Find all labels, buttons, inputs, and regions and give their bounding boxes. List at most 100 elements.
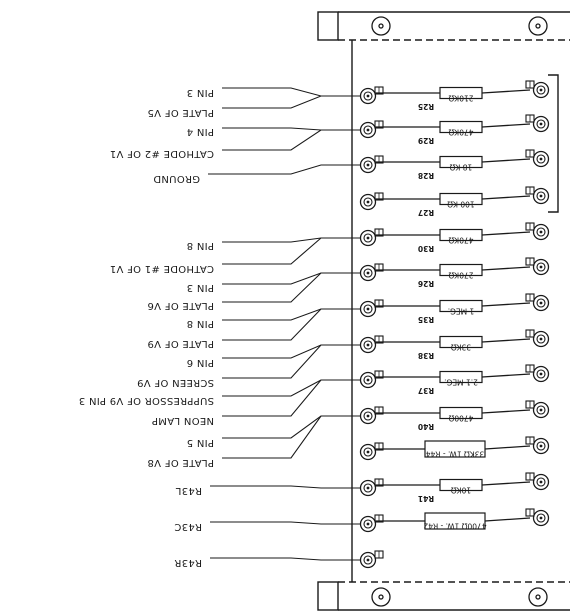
- resistor-ref: R26: [418, 279, 434, 288]
- wire-label-suppressor-v9: SUPPRESSOR OF V9 PIN 3: [79, 395, 214, 406]
- terminal-lug-icon: [359, 514, 384, 533]
- resistor-value: 1 MEG.: [448, 307, 475, 316]
- terminal-lug-icon: [359, 406, 384, 425]
- resistor-ref: R35: [418, 315, 434, 324]
- leader-line: [222, 344, 361, 359]
- leader-line: [222, 379, 361, 397]
- resistor-ref: R37: [418, 386, 434, 395]
- resistor-ref: R30: [418, 244, 434, 253]
- terminal-lug-icon: [359, 86, 384, 105]
- resistor-body: [439, 228, 483, 242]
- resistor-value: 100 KΩ: [447, 200, 475, 209]
- leader-line: [222, 308, 361, 321]
- leader-line: [208, 164, 361, 175]
- wire-labels: PIN 3 PLATE OF V5 PIN 4 CATHODE #2 OF V1…: [79, 87, 214, 568]
- terminal-lug-icon: [525, 149, 550, 168]
- terminal-lug-icon: [525, 329, 550, 348]
- wire-label-r43r: R43R: [174, 557, 202, 568]
- terminal-lug-icon: [525, 80, 550, 99]
- terminal-lug-icon: [359, 442, 384, 461]
- terminal-lug-icon: [359, 120, 384, 139]
- resistor-body: [439, 86, 483, 100]
- wire-label-plate-v5: PLATE OF V5: [147, 107, 214, 118]
- terminal-lug-icon: [359, 370, 384, 389]
- terminal-lug-icon: [525, 222, 550, 241]
- terminal-lug-icon: [359, 550, 384, 569]
- resistor-value: 470KΩ: [448, 128, 473, 137]
- wire-label-pin3-b: PIN 3: [186, 282, 214, 293]
- wire-label-ground: GROUND: [153, 173, 200, 184]
- wire-label-r43l: R43L: [175, 485, 202, 496]
- leader-line: [210, 485, 361, 489]
- resistor-body: [439, 120, 483, 134]
- terminal-lug-icon: [525, 364, 550, 383]
- resistor-ref: R25: [418, 102, 434, 111]
- wire-label-pin5: PIN 5: [186, 437, 214, 448]
- resistor-value: 4700Ω: [448, 414, 473, 423]
- resistor-value: 10KΩ: [451, 486, 471, 495]
- resistor-row: 33KΩ 1W. - R44: [359, 436, 550, 461]
- wire-label-pin8-a: PIN 8: [186, 240, 214, 251]
- resistor-value: 4700Ω 1W. - R42: [423, 522, 486, 531]
- resistor-body: [424, 440, 486, 458]
- terminal-lug-icon: [525, 400, 550, 419]
- leader-line: [222, 272, 361, 303]
- resistor-row: 18 KΩ R28: [359, 149, 550, 180]
- wire-label-cathode1-v1: CATHODE #1 OF V1: [110, 263, 214, 274]
- leader-line: [222, 87, 361, 97]
- resistor-row: 470KΩ R30: [359, 222, 550, 253]
- terminal-lug-icon: [525, 436, 550, 455]
- resistor-body: [439, 263, 483, 277]
- leader-line: [222, 237, 361, 243]
- resistor-body: [439, 155, 483, 169]
- leader-lines: [208, 87, 361, 561]
- leader-line: [222, 129, 361, 151]
- wire-label-pin4: PIN 4: [186, 126, 214, 137]
- terminal-lug-icon: [359, 155, 384, 174]
- terminal-lug-icon: [525, 257, 550, 276]
- resistor-row: 1 MEG. R35: [359, 293, 550, 324]
- terminal-lug-icon: [359, 299, 384, 318]
- resistor-value: 2.1 MEG.: [444, 378, 478, 387]
- leader-line: [222, 237, 361, 265]
- resistor-ref: R27: [418, 208, 434, 217]
- jumper-wire: [548, 74, 559, 213]
- terminal-lug-icon: [525, 293, 550, 312]
- terminal-lug-icon: [359, 335, 384, 354]
- wire-label-plate-v6: PLATE OF V6: [147, 300, 214, 311]
- leader-line: [222, 344, 361, 379]
- terminal-lug-icon: [359, 192, 384, 211]
- resistor-value: 18 KΩ: [449, 163, 472, 172]
- leader-line: [210, 557, 361, 561]
- leader-line: [222, 308, 361, 341]
- terminal-lug-icon: [359, 263, 384, 282]
- terminal-lug-icon: [359, 478, 384, 497]
- leader-line: [222, 379, 361, 417]
- resistor-row: 100 KΩ R27: [359, 186, 550, 217]
- resistor-body: [439, 370, 483, 384]
- leader-line: [222, 95, 361, 109]
- resistor-body: [439, 406, 483, 420]
- wire-label-cathode2-v1: CATHODE #2 OF V1: [110, 148, 214, 159]
- resistor-body: [439, 478, 483, 492]
- resistor-row: 470KΩ R29: [359, 114, 550, 145]
- terminal-lug-icon: [359, 228, 384, 247]
- resistor-ref: R29: [418, 136, 434, 145]
- wire-label-plate-v8: PLATE OF V8: [147, 457, 214, 468]
- resistor-value: 33KΩ 1W. - R44: [426, 450, 485, 459]
- terminal-lug-icon: [525, 114, 550, 133]
- resistor-ref: R28: [418, 171, 434, 180]
- resistor-value: 470KΩ: [448, 236, 473, 245]
- resistor-body: [439, 299, 483, 313]
- resistor-body: [439, 192, 483, 206]
- leader-line: [222, 415, 361, 439]
- terminal-lug-icon: [525, 186, 550, 205]
- leader-line: [222, 415, 361, 459]
- wire-label-plate-v9: PLATE OF V9: [147, 338, 214, 349]
- wire-label-pin8-b: PIN 8: [186, 318, 214, 329]
